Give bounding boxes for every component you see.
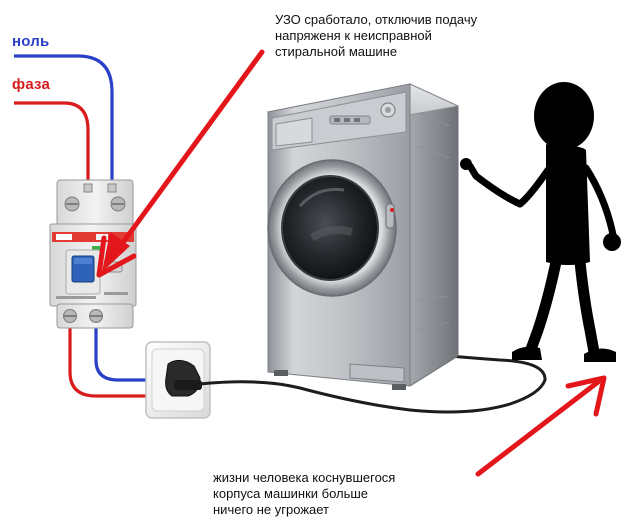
caption-line: корпуса машинки больше [213,486,369,501]
arrow-to-rcd [96,49,265,278]
caption-line: ничего не угрожает [213,502,329,517]
output-phase-wire [68,326,165,398]
arrow-to-person [475,375,607,477]
output-neutral-wire [94,326,165,382]
phase-wire-label: фаза [12,76,51,93]
person-figure [460,82,621,362]
caption-line: УЗО сработало, отключив подачу [275,12,478,27]
supply-phase-wire [14,101,90,186]
rcd-device [49,179,137,329]
wall-socket [145,341,211,419]
washing-machine [266,83,460,390]
caption-line: напряженя к неисправной [275,28,432,43]
caption-line: стиральной машине [275,44,398,59]
caption-line: жизни человека коснувшегося [213,470,396,485]
supply-neutral-wire [14,54,114,186]
person-safe-caption: жизни человека коснувшегося корпуса маши… [213,470,503,518]
power-cord [199,354,547,414]
rcd-tripped-caption: УЗО сработало, отключив подачу напряженя… [275,12,575,60]
neutral-wire-label: ноль [12,33,50,50]
